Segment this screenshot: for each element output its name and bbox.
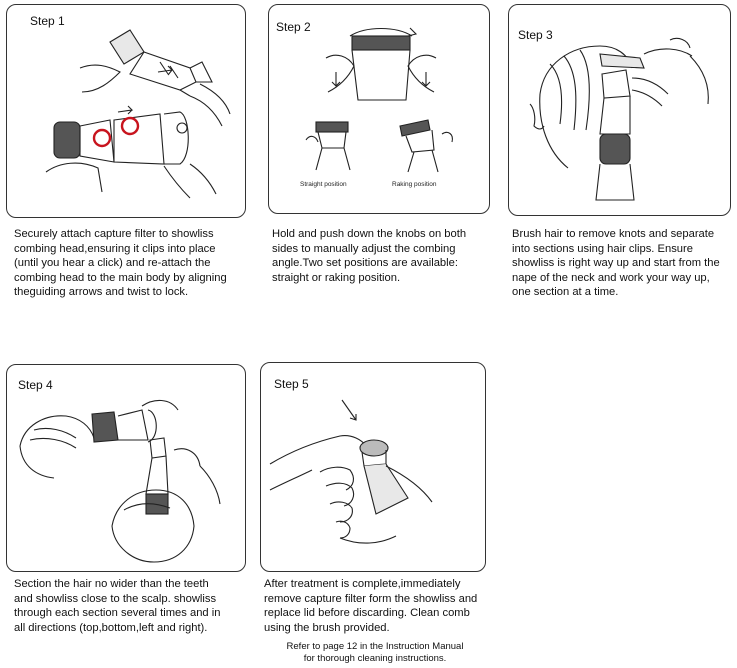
step-5-caption: After treatment is complete,immediately … [264, 578, 478, 634]
step-2-caption: Hold and push down the knobs on both sid… [272, 228, 467, 284]
step-4-label: Step 4 [18, 378, 53, 392]
step-5-illustration [269, 399, 433, 544]
step-3-panel [508, 4, 731, 216]
step-5-footnote: Refer to page 12 in the Instruction Manu… [286, 641, 464, 664]
step-3-label: Step 3 [518, 28, 553, 42]
straight-position-label: Straight position [300, 181, 347, 188]
raking-position-label: Raking position [392, 181, 437, 188]
step-5-label: Step 5 [274, 377, 309, 391]
step-1-label: Step 1 [30, 14, 65, 28]
step-3-caption: Brush hair to remove knots and separate … [512, 228, 720, 299]
step-4-caption: Section the hair no wider than the teeth… [14, 578, 221, 634]
step-4-illustration [19, 399, 221, 563]
step-1-illustration [45, 29, 231, 199]
step-2-label: Step 2 [276, 20, 311, 34]
step-2-illustration: Straight position Raking position [300, 27, 453, 188]
step-1-caption: Securely attach capture filter to showli… [14, 228, 227, 299]
step-4-panel [6, 364, 246, 572]
step-3-illustration [529, 37, 709, 201]
